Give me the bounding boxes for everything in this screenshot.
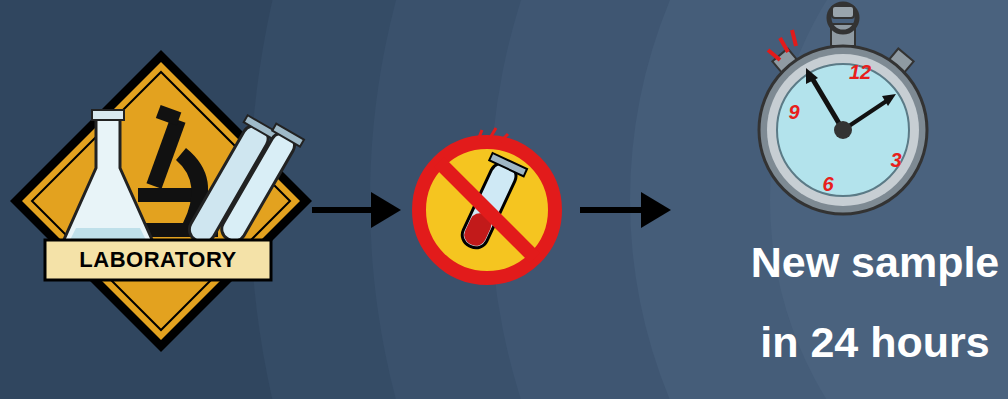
caption-text: New sample in 24 hours xyxy=(734,222,1008,382)
clock-number: 9 xyxy=(788,101,799,124)
sign-label: LABORATORY xyxy=(45,247,271,273)
flow-arrow xyxy=(312,207,395,213)
clock-number: 12 xyxy=(849,61,871,84)
clock-number: 6 xyxy=(822,173,833,196)
stopwatch: 12 9 3 6New sample in 24 hours xyxy=(720,0,1008,399)
flow-arrow xyxy=(580,207,665,213)
clock-number: 3 xyxy=(890,149,901,172)
laboratory-sign: LABORATORY xyxy=(8,48,314,354)
laboratory-sign-art xyxy=(8,48,314,354)
prohibition-sign xyxy=(419,128,555,278)
